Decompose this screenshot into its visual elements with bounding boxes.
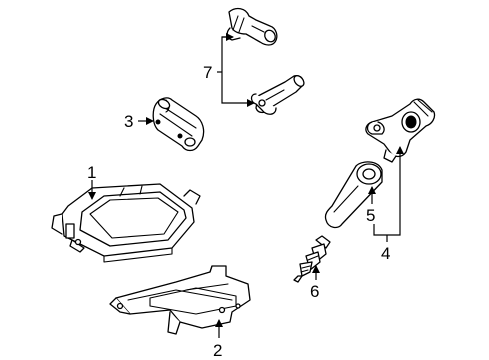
callout-3: 3 — [124, 112, 133, 131]
callout-4-leader — [373, 146, 404, 242]
boot-5 — [324, 161, 383, 229]
callout-7-leader — [217, 33, 255, 107]
upper-sensor — [226, 7, 278, 46]
callout-6: 6 — [310, 282, 319, 301]
spark-plug-6 — [293, 235, 331, 283]
control-module-1 — [51, 183, 201, 263]
callout-7: 7 — [203, 63, 212, 82]
callout-5: 5 — [366, 206, 375, 225]
callout-2: 2 — [213, 341, 222, 360]
module-bracket-2 — [109, 265, 251, 335]
ignition-coil-4 — [365, 98, 436, 163]
lower-sensor — [250, 74, 305, 115]
sensor-3 — [152, 97, 205, 152]
callout-4: 4 — [381, 244, 390, 263]
callout-1: 1 — [87, 163, 96, 182]
